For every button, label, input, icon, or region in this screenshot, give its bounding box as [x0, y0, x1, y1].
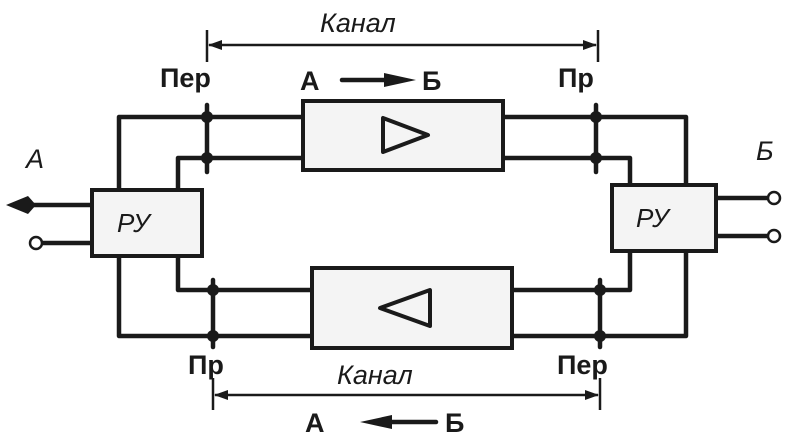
bottom-direction-to: Б	[445, 408, 464, 436]
side-b-terminals	[766, 190, 782, 244]
amplifier-right-triangle-icon	[381, 116, 430, 154]
top-channel-dimension	[205, 30, 600, 62]
side-b-terminal-top-icon	[766, 190, 782, 206]
side-a-terminal-icon	[28, 235, 44, 251]
bottom-channel-label: Канал	[337, 360, 413, 390]
top-direction-to: Б	[422, 66, 441, 96]
bottom-direction-from: А	[305, 408, 325, 436]
amplifier-a-to-b	[301, 99, 505, 172]
bottom-direction-arrow	[360, 415, 439, 429]
side-b-terminal-bottom-icon	[766, 228, 782, 244]
right-ru-unit	[610, 183, 718, 253]
junction-dots	[201, 111, 606, 342]
top-right-end-label: Пр	[558, 63, 594, 93]
amplifier-b-to-a	[310, 266, 514, 350]
side-a-terminals	[6, 196, 44, 251]
side-a-label: А	[24, 144, 44, 174]
right-ru-label: РУ	[636, 203, 671, 233]
top-direction-arrow	[339, 73, 416, 87]
side-b-label: Б	[756, 136, 774, 166]
left-ru-unit	[90, 188, 204, 258]
top-channel-label: Канал	[320, 8, 396, 38]
top-left-end-label: Пер	[160, 63, 211, 93]
bottom-channel-dimension	[211, 378, 602, 410]
bottom-left-end-label: Пр	[188, 350, 224, 380]
top-direction-from: А	[300, 66, 320, 96]
amplifier-left-triangle-icon	[378, 288, 432, 328]
bottom-right-end-label: Пер	[557, 350, 608, 380]
left-ru-label: РУ	[117, 208, 152, 238]
